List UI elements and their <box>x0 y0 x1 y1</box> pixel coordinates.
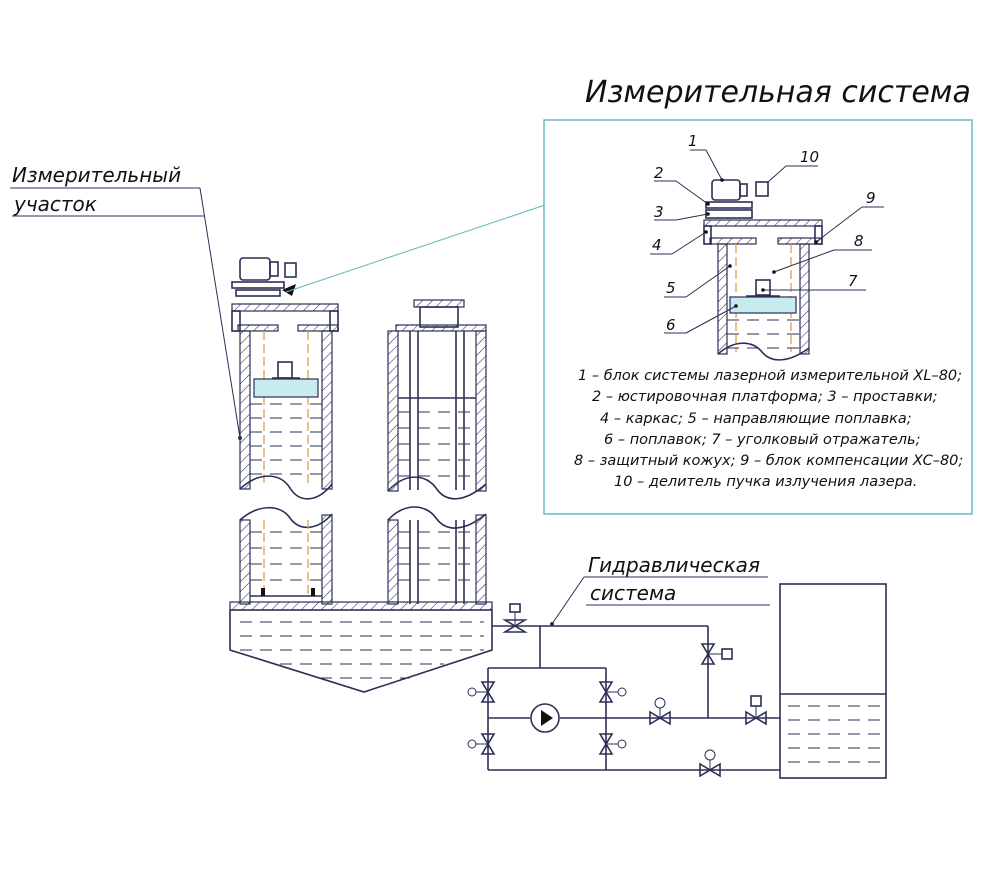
callout-1: 1 <box>688 132 698 150</box>
diagram-title: Измерительная система <box>585 75 971 110</box>
measuring-section-label-line2: участок <box>13 192 97 216</box>
legend-line-3: 4 – каркас; 5 – направляющие поплавка; <box>600 411 912 427</box>
lower-columns <box>239 506 487 605</box>
valve-icon <box>502 603 528 633</box>
measuring-section-label: Измерительный участок <box>10 163 242 440</box>
legend-line-2: 2 – юстировочная платформа; 3 – проставк… <box>592 389 938 405</box>
callout-2: 2 <box>654 164 664 182</box>
zoom-connector <box>285 204 546 293</box>
legend-line-4: 6 – поплавок; 7 – уголковый отражатель; <box>604 432 920 448</box>
valve-icon <box>649 697 671 726</box>
valve-icon <box>598 681 627 703</box>
legend-line-5: 8 – защитный кожух; 9 – блок компенсации… <box>574 453 963 469</box>
legend-line-1: 1 – блок системы лазерной измерительной … <box>578 368 962 384</box>
valve-icon <box>745 695 767 726</box>
reference-column <box>387 299 487 500</box>
measuring-column <box>231 257 339 500</box>
callout-8: 8 <box>854 232 864 250</box>
valve-icon <box>598 733 627 755</box>
bottom-tank <box>229 601 493 693</box>
hydraulic-piping <box>487 583 887 779</box>
measuring-system-inset: 1 2 3 4 5 6 7 8 9 10 1 – блок системы ла… <box>543 119 973 515</box>
callout-3: 3 <box>654 203 664 221</box>
hydraulic-system-label-line2: система <box>590 581 676 605</box>
valve-icon <box>699 749 721 778</box>
callout-6: 6 <box>666 316 676 334</box>
measuring-section-label-line1: Измерительный <box>12 163 181 187</box>
hydraulic-system-label-line1: Гидравлическая <box>588 553 760 577</box>
callout-7: 7 <box>848 272 858 290</box>
pump-icon <box>530 703 560 733</box>
hydraulic-system-label: Гидравлическая система <box>550 553 770 626</box>
legend-line-6: 10 – делитель пучка излучения лазера. <box>614 474 917 490</box>
valve-icon <box>700 643 733 665</box>
callout-5: 5 <box>666 279 676 297</box>
valve-icon <box>467 681 496 703</box>
callout-10: 10 <box>800 148 819 166</box>
valve-icon <box>467 733 496 755</box>
callout-9: 9 <box>866 189 876 207</box>
callout-4: 4 <box>652 236 662 254</box>
